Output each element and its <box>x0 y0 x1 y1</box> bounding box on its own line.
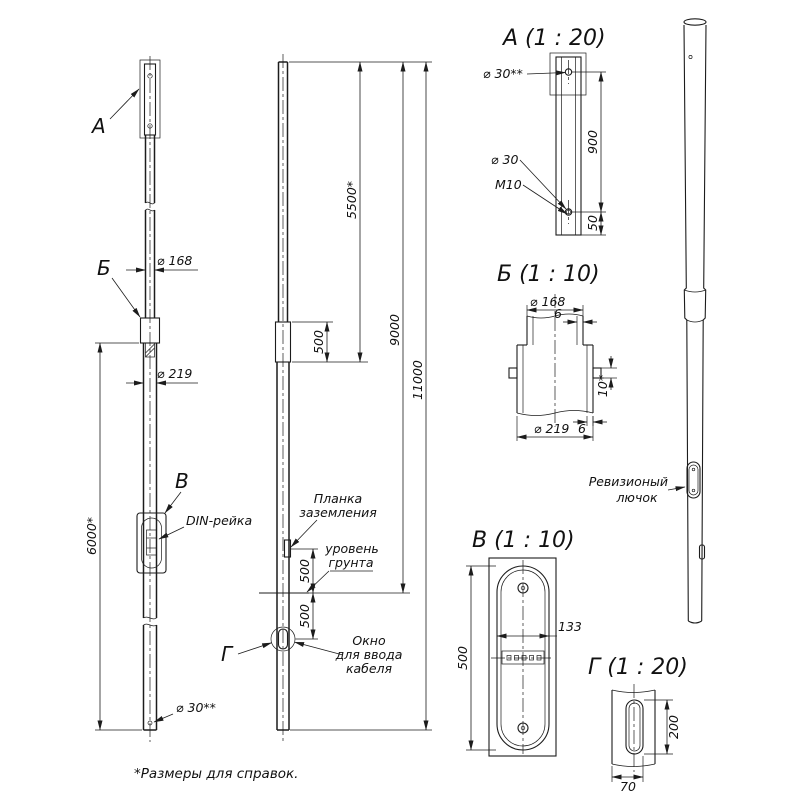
callout-g: Г <box>221 642 234 666</box>
hatch-label-1: Ревизионый <box>589 474 668 489</box>
dim-11000: 11000 <box>410 360 425 400</box>
dim-10: 10* <box>595 375 610 397</box>
din-box <box>136 512 167 574</box>
din-rail-label: DIN-рейка <box>186 513 252 528</box>
dim-5500: 5500* <box>344 181 359 219</box>
dim-133: 133 <box>558 619 582 634</box>
coupling-sleeve-mid <box>274 321 292 363</box>
plate-hole-bottom <box>147 123 153 129</box>
pole-elevation-left: ⌀ 168 ⌀ 219 6000* ⌀ 30** А Б В DIN-рейка <box>84 56 252 742</box>
bottom-hole <box>147 720 153 726</box>
mounting-plate-detail <box>555 56 582 236</box>
dim-d168-detail: ⌀ 168 <box>530 294 565 309</box>
dim-d219-left: ⌀ 219 <box>157 366 192 381</box>
dim-500-detail: 500 <box>455 646 470 670</box>
dim-d30-top-label: ⌀ 30** <box>483 66 523 81</box>
detail-g-view: Г (1 : 20) 200 70 <box>588 655 688 794</box>
detail-v-title: В (1 : 10) <box>472 528 575 553</box>
cable-window-label-3: кабеля <box>346 661 393 676</box>
detail-b-view: Б (1 : 10) ⌀ 168 6 10* 6 <box>497 262 617 441</box>
grounding-label-1: Планка <box>314 491 362 506</box>
hatch-label-2: лючок <box>615 490 658 505</box>
dim-500-upper: 500 <box>297 559 312 583</box>
callout-b: Б <box>97 256 111 280</box>
dim-200: 200 <box>666 715 681 739</box>
dim-d219-detail: ⌀ 219 <box>534 421 569 436</box>
din-box-plate <box>488 557 557 757</box>
detail-a-title: А (1 : 20) <box>501 26 606 51</box>
cable-window-3d <box>698 544 706 560</box>
support-lug-left <box>508 367 518 379</box>
dim-900: 900 <box>585 130 600 154</box>
dim-wall-bottom: 6 <box>578 421 586 436</box>
detail-g-title: Г (1 : 20) <box>588 655 688 680</box>
detail-a-view: А (1 : 20) ⌀ 30** ⌀ 30 М10 900 50 <box>483 26 606 236</box>
grounding-label-2: заземления <box>299 505 377 520</box>
box-hole-bottom <box>517 722 529 734</box>
revision-hatch <box>686 461 701 499</box>
cable-window-detail <box>625 699 644 755</box>
din-rail-detail <box>501 650 545 665</box>
dim-d30-bottom: ⌀ 30** <box>176 700 216 715</box>
top-mounting-plate <box>143 63 157 136</box>
ground-level-label-2: грунта <box>328 555 373 570</box>
detail-b-title: Б (1 : 10) <box>497 262 600 287</box>
pole-3d-view: Ревизионый лючок <box>589 18 707 624</box>
dim-500-lower: 500 <box>297 604 312 628</box>
dim-6000: 6000* <box>84 517 99 555</box>
dim-500-coupling: 500 <box>311 330 326 354</box>
cable-window-label-2: для ввода <box>335 647 403 662</box>
detail-a-boundary <box>139 59 161 139</box>
cable-window <box>277 628 289 650</box>
thread-m10-label: М10 <box>495 177 522 192</box>
detail-g-boundary <box>270 626 296 652</box>
dim-9000: 9000 <box>387 314 402 346</box>
dim-50: 50 <box>585 215 600 231</box>
pole-elevation-middle: 500 5500* 9000 11000 500 500 Планка зазе… <box>221 54 432 742</box>
support-lug-right <box>592 367 602 379</box>
dim-d168-left: ⌀ 168 <box>157 253 192 268</box>
footnote: *Размеры для справок. <box>134 766 298 782</box>
din-rail <box>146 529 157 556</box>
callout-v: В <box>175 469 189 493</box>
dim-70: 70 <box>620 779 636 794</box>
grounding-plate <box>283 539 292 558</box>
callout-a: А <box>90 114 106 138</box>
dim-d30-label: ⌀ 30 <box>491 152 518 167</box>
ground-level-label-1: уровень <box>324 541 379 556</box>
box-hole-top <box>517 582 529 594</box>
dim-wall-top: 6 <box>554 306 562 321</box>
cable-window-label-1: Окно <box>352 633 386 648</box>
detail-v-view: В (1 : 10) 133 500 <box>455 528 582 757</box>
plate-hole-top <box>147 73 153 79</box>
